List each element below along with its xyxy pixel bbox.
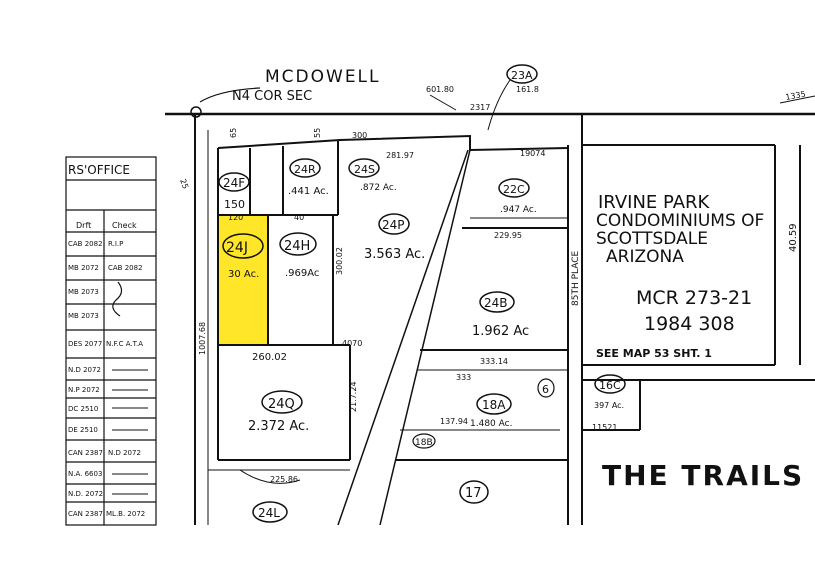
dim-label: 19074: [520, 149, 545, 158]
dim-label: 40: [294, 213, 304, 222]
parcel-24b-id: 24B: [484, 296, 508, 310]
ledger-cell: N.D 2072: [68, 366, 101, 374]
parcel-18a-id: 18A: [482, 398, 506, 412]
parcel-24q-area: 2.372 Ac.: [248, 419, 309, 434]
subdivision-line1: IRVINE PARK: [598, 192, 711, 213]
parcel-17-id: 17: [465, 486, 482, 501]
ledger-header-check: Check: [112, 221, 137, 230]
parcel-24p-id: 24P: [382, 218, 405, 232]
parcel-24f-dim: 150: [224, 198, 245, 211]
dim-label: 25: [178, 178, 190, 191]
dim-label: 300.02: [335, 247, 344, 275]
the-trails-label: THE TRAILS: [602, 459, 804, 492]
ledger-cell: N.D. 2072: [68, 490, 103, 498]
street-85th-place: 85TH PLACE: [571, 250, 581, 306]
dim-label: 1007.68: [198, 322, 207, 355]
parcel-23a-dim: 161.8: [516, 85, 539, 94]
ledger-cell: CAB 2082: [68, 240, 103, 248]
ledger-cell: CAN 2387: [68, 449, 103, 457]
top-dim-1: 601.80: [426, 85, 454, 94]
dimension-labels: 120 40 260.02 4070 333.14 333 300.02 100…: [178, 128, 617, 484]
right-dim-4059: 40.59: [788, 223, 799, 252]
dim-label: 300: [352, 131, 367, 140]
ledger-cell: MB 2072: [68, 264, 99, 272]
ledger-cell: CAB 2082: [108, 264, 143, 272]
dim-label: 225.86: [270, 475, 298, 484]
subdivision-mcr: MCR 273-21: [636, 287, 752, 309]
subdivision-see-map: SEE MAP 53 SHT. 1: [596, 347, 712, 360]
parcel-24f-id: 24F: [223, 176, 245, 190]
subdivision-line4: ARIZONA: [606, 247, 684, 267]
ledger-table: [65, 156, 157, 526]
road-lines: [165, 87, 815, 525]
ledger-cell: MB 2073: [68, 312, 99, 320]
corner-label: N4 COR SEC: [232, 89, 312, 104]
ledger-cell: CAN 2387: [68, 510, 103, 518]
highlighted-parcel-24j[interactable]: [217, 214, 269, 346]
parcel-24j-area: 30 Ac.: [228, 269, 259, 280]
parcel-24r-id: 24R: [294, 163, 316, 176]
dim-label: 333.14: [480, 357, 508, 366]
dim-label: 281.97: [386, 151, 414, 160]
parcel-24h-area: .969Ac: [285, 268, 319, 279]
parcel-24p-area: 3.563 Ac.: [364, 247, 425, 262]
street-name: MCDOWELL: [265, 67, 381, 87]
dim-label: 260.02: [252, 352, 287, 363]
parcel-23a-id: 23A: [511, 69, 533, 82]
parcel-24r-area: .441 Ac.: [288, 186, 329, 197]
parcel-6-id: 6: [542, 383, 549, 396]
right-dim-1335: 1335: [785, 90, 807, 102]
ledger-cell: R.I.P: [108, 240, 123, 248]
dim-label: 120: [228, 213, 243, 222]
parcel-18a-area: 1.480 Ac.: [470, 419, 512, 429]
subdivision-line2: CONDOMINIUMS OF: [596, 211, 764, 231]
parcel-16c-area: 397 Ac.: [594, 401, 624, 410]
subdivision-line3: SCOTTSDALE: [596, 229, 708, 249]
dim-label: 4070: [342, 339, 362, 348]
dim-label: 21.7.24: [349, 381, 358, 412]
ledger-cell: DC 2510: [68, 405, 98, 413]
ledger-cell: DES 2077: [68, 340, 102, 348]
parcel-16c-id: 16C: [599, 379, 621, 392]
parcel-18b-id: 18B: [415, 438, 433, 448]
section-corner-marker: [190, 106, 202, 118]
dim-label: 55: [313, 128, 322, 138]
subdivision-block: IRVINE PARK CONDOMINIUMS OF SCOTTSDALE A…: [571, 192, 799, 360]
office-label: RS'OFFICE: [68, 163, 130, 177]
ledger-cell: ML.B. 2072: [106, 510, 145, 518]
ledger-header-drft: Drft: [76, 221, 91, 230]
dim-label: 333: [456, 373, 471, 382]
parcel-24j-id: 24J: [226, 240, 248, 256]
top-dim-2: 2317: [470, 103, 490, 112]
ledger-cells: CAB 2082 R.I.P MB 2072 CAB 2082 MB 2073 …: [68, 240, 145, 518]
subdivision-book: 1984 308: [644, 313, 735, 335]
dim-label: 229.95: [494, 231, 522, 240]
ledger-dashes: [112, 369, 148, 495]
dim-label: 137.94: [440, 417, 468, 426]
parcel-24h-id: 24H: [284, 239, 310, 254]
parcel-24s-area: .872 Ac.: [360, 183, 397, 193]
ledger-cell: N.F.C A.T.A: [106, 340, 143, 348]
parcel-labels: 24F 150 24R .441 Ac. 24S .872 Ac. 24P 3.…: [218, 64, 626, 523]
parcel-24b-area: 1.962 Ac: [472, 324, 529, 339]
ledger-cell: N.A. 6603: [68, 470, 102, 478]
ledger-cell: MB 2073: [68, 288, 99, 296]
parcel-22c-id: 22C: [503, 183, 525, 196]
ledger-cell: N.P 2072: [68, 386, 100, 394]
dim-label: 65: [229, 128, 238, 138]
parcel-22c-area: .947 Ac.: [500, 205, 537, 215]
parcel-24q-id: 24Q: [268, 397, 295, 412]
dim-label: 11521: [592, 423, 617, 432]
ledger-cell: DE 2510: [68, 426, 98, 434]
parcel-24s-id: 24S: [354, 163, 375, 176]
parcel-24l-id: 24L: [258, 506, 280, 520]
ledger-cell: N.D 2072: [108, 449, 141, 457]
